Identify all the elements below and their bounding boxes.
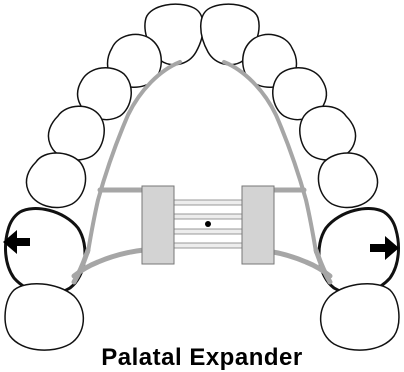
- tooth-left-second-premolar: [25, 152, 87, 209]
- screw-rod-top: [171, 199, 245, 206]
- screw-center-dot: [205, 221, 211, 227]
- palatal-outline-right: [222, 60, 318, 254]
- screw-rod-middle-lower: [171, 228, 245, 235]
- screw-rod-middle-upper: [171, 213, 245, 220]
- screw-left-block: [141, 185, 175, 265]
- tooth-right-second-premolar: [317, 152, 379, 209]
- left-arrow-icon: [3, 230, 30, 254]
- diagram-caption: Palatal Expander: [101, 344, 303, 371]
- palatal-outline-left: [86, 60, 182, 254]
- tooth-right-first-premolar: [299, 105, 357, 161]
- screw-rod-bottom: [171, 242, 245, 249]
- expansion-screw: [141, 185, 275, 265]
- tooth-right-second-molar: [320, 283, 400, 351]
- tooth-left-canine: [76, 67, 132, 121]
- left-dental-arch: [4, 3, 204, 351]
- right-arrow-icon: [370, 236, 399, 260]
- right-molar-contact: [313, 247, 333, 285]
- left-molar-contact: [71, 247, 91, 285]
- screw-right-block: [241, 185, 275, 265]
- tooth-left-second-molar: [4, 283, 84, 351]
- tooth-right-canine: [272, 67, 328, 121]
- tooth-left-first-premolar: [47, 105, 105, 161]
- right-dental-arch: [200, 3, 400, 351]
